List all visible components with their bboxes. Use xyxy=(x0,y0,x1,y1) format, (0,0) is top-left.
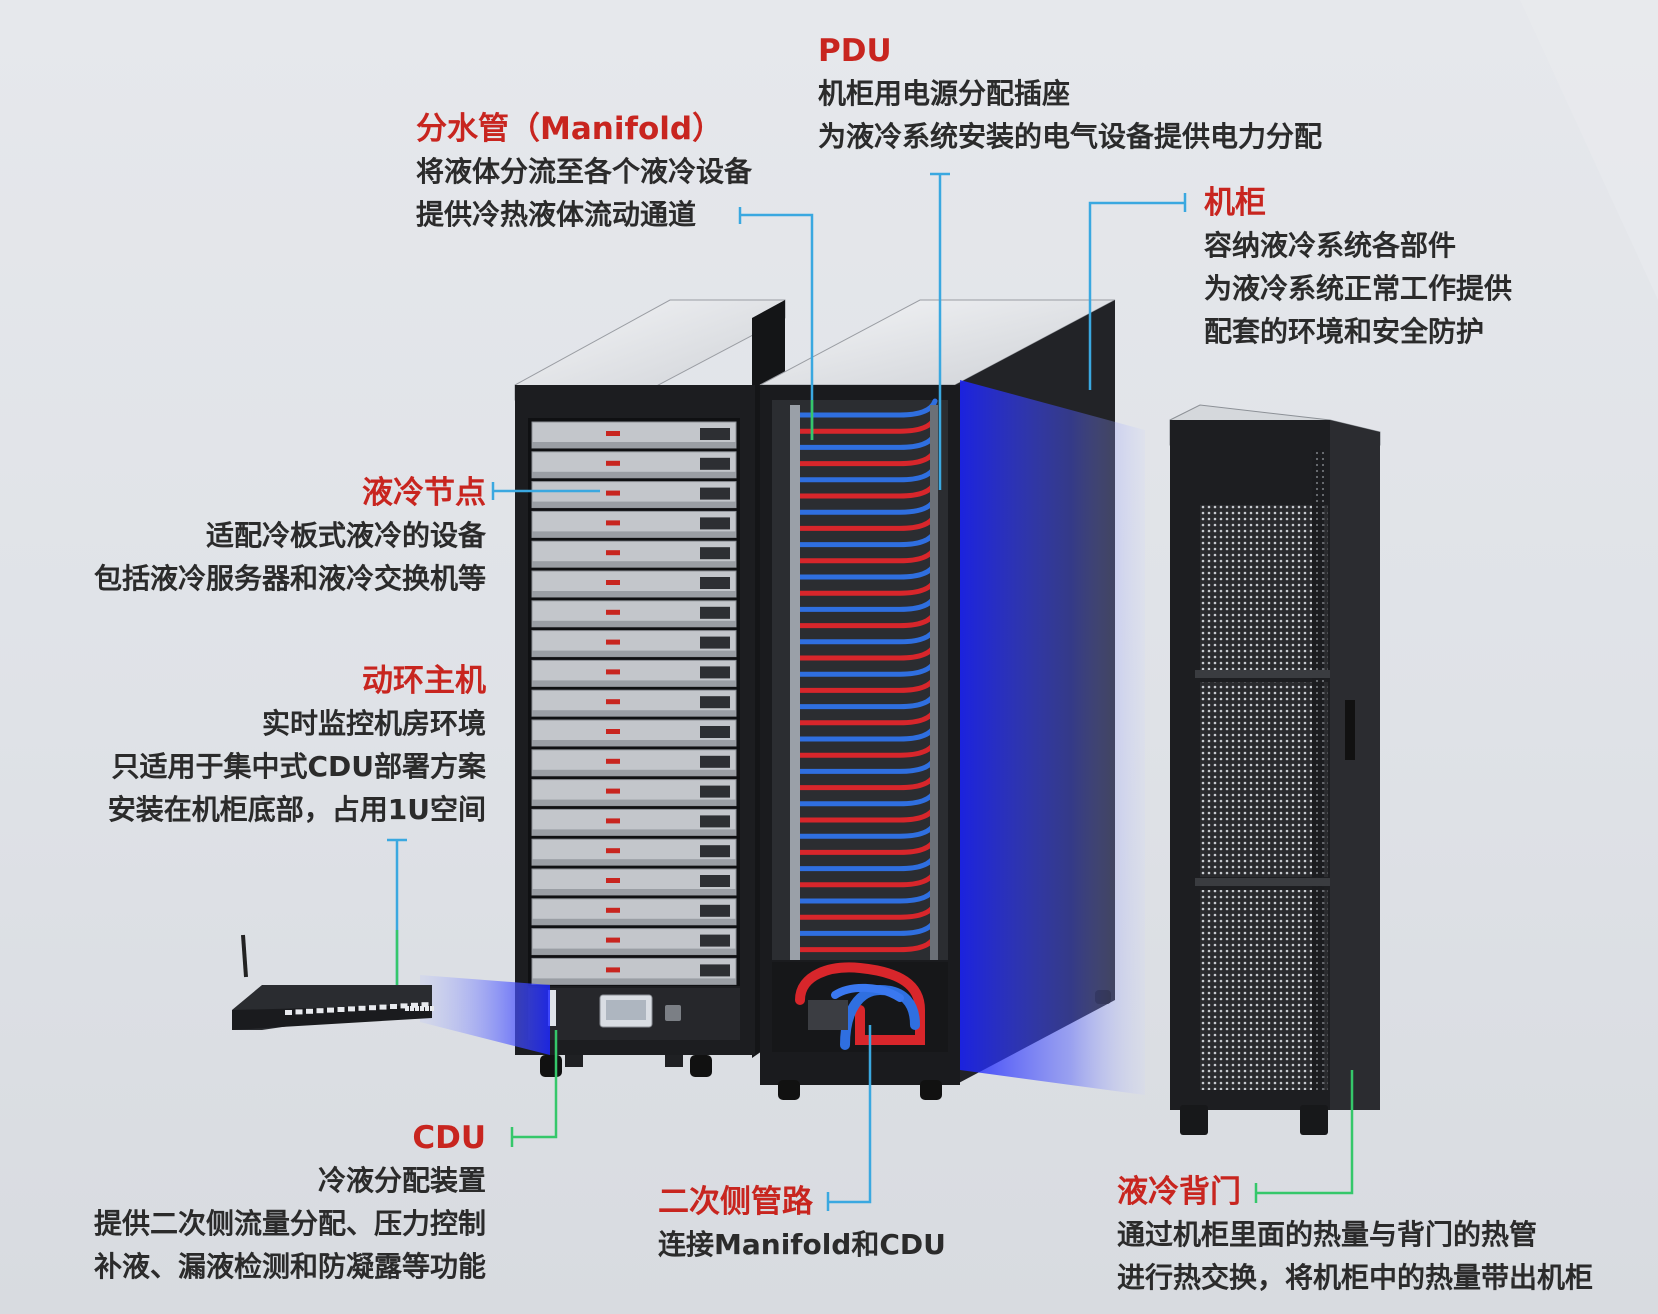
secondary-pipe-title: 二次侧管路 xyxy=(658,1184,813,1220)
port xyxy=(390,1004,397,1009)
port xyxy=(337,1007,345,1012)
node-title: 液冷节点 xyxy=(362,475,486,511)
server-slot xyxy=(531,481,737,509)
server-slot xyxy=(531,600,737,628)
server-slot xyxy=(531,630,737,658)
port xyxy=(379,1004,387,1010)
server-slot xyxy=(531,451,737,479)
rear-door-desc-2: 进行热交换，将机柜中的热量带出机柜 xyxy=(1117,1261,1594,1294)
port xyxy=(306,1008,313,1014)
port xyxy=(348,1006,355,1012)
port xyxy=(369,1005,376,1011)
server-slot xyxy=(531,898,737,926)
port xyxy=(415,1006,419,1011)
pdu-desc-2: 为液冷系统安装的电气设备提供电力分配 xyxy=(818,120,1323,153)
rear-door-title: 液冷背门 xyxy=(1117,1174,1241,1210)
server-slot xyxy=(531,421,737,449)
monitor-title: 动环主机 xyxy=(362,663,486,699)
monitor-desc-2: 只适用于集中式CDU部署方案 xyxy=(111,750,486,783)
port xyxy=(358,1005,366,1011)
label-cabinet: 机柜 容纳液冷系统各部件 为液冷系统正常工作提供 配套的环境和安全防护 xyxy=(1204,182,1512,353)
cdu-desc-3: 补液、漏液检测和防凝露等功能 xyxy=(93,1250,486,1283)
port xyxy=(421,1002,429,1008)
monitor-desc-1: 实时监控机房环境 xyxy=(261,707,486,740)
node-desc-2: 包括液冷服务器和液冷交换机等 xyxy=(93,562,486,595)
cabinet-title: 机柜 xyxy=(1204,185,1266,221)
port xyxy=(410,1006,414,1011)
port xyxy=(285,1010,292,1015)
monitor-glow xyxy=(420,975,550,1055)
node-desc-1: 适配冷板式液冷的设备 xyxy=(205,519,486,552)
server-slot xyxy=(531,689,737,717)
port xyxy=(411,1002,418,1008)
server-slot xyxy=(531,957,737,985)
manifold-desc-1: 将液体分流至各个液冷设备 xyxy=(416,155,753,188)
server-slot xyxy=(531,659,737,687)
leader-lines xyxy=(387,172,1354,1211)
server-slot xyxy=(531,540,737,568)
monitor-desc-3: 安装在机柜底部，占用1U空间 xyxy=(107,793,486,826)
cabinet-desc-3: 配套的环境和安全防护 xyxy=(1204,315,1485,348)
label-secondary-pipe: 二次侧管路 连接Manifold和CDU xyxy=(658,1181,946,1266)
server-slot xyxy=(531,749,737,777)
port xyxy=(405,1006,409,1011)
rear-door-desc-1: 通过机柜里面的热量与背门的热管 xyxy=(1117,1218,1538,1251)
left-cabinet xyxy=(514,299,786,1077)
server-slot xyxy=(531,928,737,956)
server-slot xyxy=(531,808,737,836)
server-slot xyxy=(531,719,737,747)
cdu-title: CDU xyxy=(412,1120,486,1156)
server-slot xyxy=(531,779,737,807)
label-monitor: 动环主机 实时监控机房环境 只适用于集中式CDU部署方案 安装在机柜底部，占用1… xyxy=(108,660,486,831)
port xyxy=(327,1007,334,1013)
cabinet-desc-1: 容纳液冷系统各部件 xyxy=(1204,229,1457,262)
rear-door xyxy=(1169,404,1381,1135)
cabinet-desc-2: 为液冷系统正常工作提供 xyxy=(1204,272,1513,305)
port xyxy=(295,1009,303,1015)
port xyxy=(400,1003,408,1009)
port xyxy=(425,1006,429,1011)
label-pdu: PDU 机柜用电源分配插座 为液冷系统安装的电气设备提供电力分配 xyxy=(818,30,1322,158)
server-slot xyxy=(531,570,737,598)
server-slot xyxy=(531,868,737,896)
pdu-title: PDU xyxy=(818,33,892,69)
cdu-desc-2: 提供二次侧流量分配、压力控制 xyxy=(93,1207,486,1240)
server-slot xyxy=(531,838,737,866)
server-slot xyxy=(531,510,737,538)
label-rear-door: 液冷背门 通过机柜里面的热量与背门的热管 进行热交换，将机柜中的热量带出机柜 xyxy=(1117,1171,1593,1299)
monitoring-host-device xyxy=(232,934,434,1030)
port xyxy=(420,1006,424,1011)
label-node: 液冷节点 适配冷板式液冷的设备 包括液冷服务器和液冷交换机等 xyxy=(94,472,486,600)
cdu-desc-1: 冷液分配装置 xyxy=(317,1164,486,1197)
label-manifold: 分水管（Manifold） 将液体分流至各个液冷设备 提供冷热液体流动通道 xyxy=(416,108,752,236)
port xyxy=(430,1006,434,1011)
heat-exchange-glow xyxy=(960,380,1145,1095)
port xyxy=(316,1008,324,1014)
label-cdu: CDU 冷液分配装置 提供二次侧流量分配、压力控制 补液、漏液检测和防凝露等功能 xyxy=(94,1117,486,1288)
manifold-desc-2: 提供冷热液体流动通道 xyxy=(416,198,697,231)
cold-pipe xyxy=(797,398,938,418)
pdu-desc-1: 机柜用电源分配插座 xyxy=(818,77,1071,110)
manifold-title: 分水管（Manifold） xyxy=(416,111,724,147)
secondary-pipe-desc-1: 连接Manifold和CDU xyxy=(658,1228,946,1261)
